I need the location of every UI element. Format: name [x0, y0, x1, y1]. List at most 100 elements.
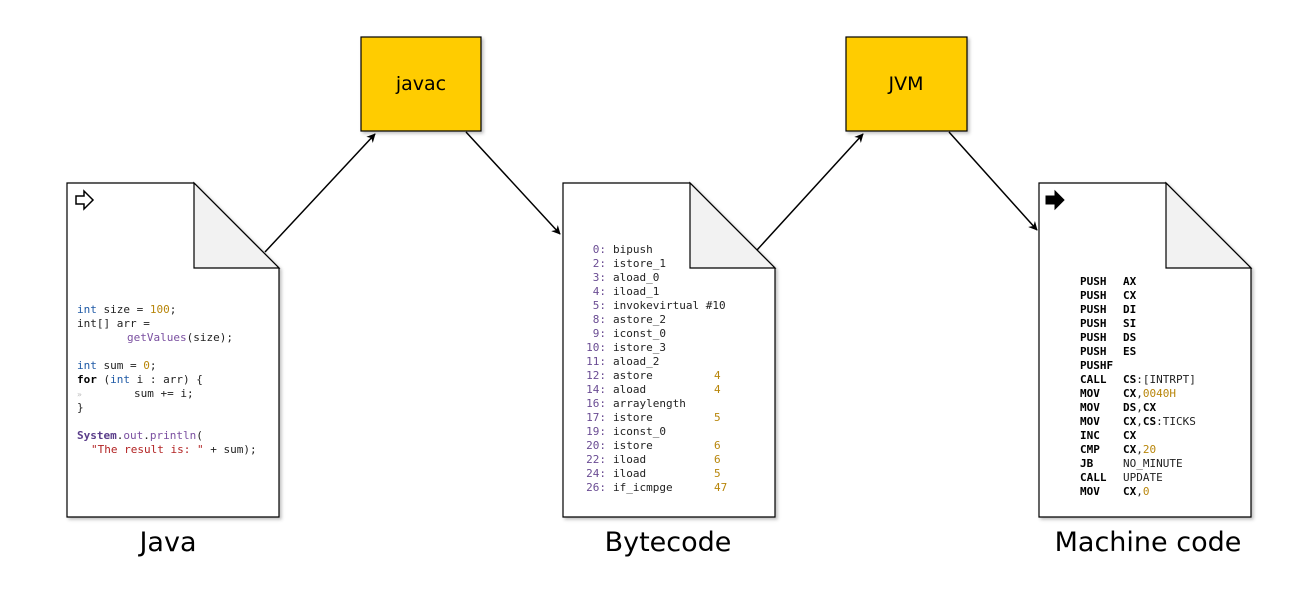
- bytecode-opcode: arraylength: [613, 397, 686, 410]
- bytecode-caption: Bytecode: [605, 527, 732, 558]
- arrow-javac-to-bytecode: [465, 131, 561, 235]
- bytecode-offset: 8:: [593, 313, 606, 326]
- bytecode-line: 0:bipush: [593, 243, 653, 256]
- machine-opcode: PUSH: [1080, 289, 1107, 302]
- machine-operands: SI: [1123, 317, 1136, 330]
- machine-opcode: PUSH: [1080, 303, 1107, 316]
- machine-code-line: PUSH SI: [1080, 317, 1136, 330]
- java-source-code: int size = 100; int[] arr = getValues(si…: [77, 303, 257, 456]
- bytecode-opcode: astore: [613, 369, 653, 382]
- arrow-bytecode-to-jvm: [756, 133, 864, 251]
- code-line: for (int i : arr) {: [77, 373, 203, 386]
- bytecode-operand: 6: [714, 439, 721, 452]
- machine-operands: DI: [1123, 303, 1136, 316]
- bytecode-line: 2:istore_1: [593, 257, 666, 270]
- bytecode-opcode: iload_1: [613, 285, 659, 298]
- bytecode-line: 9: iconst_0: [593, 327, 666, 340]
- machine-operands: CX: [1123, 429, 1137, 442]
- code-line: int sum = 0;: [77, 359, 156, 372]
- bytecode-line: 11:aload_2: [586, 355, 659, 368]
- machine-operands: CX,0040H: [1123, 387, 1176, 400]
- machine-operands: NO_MINUTE: [1123, 457, 1183, 470]
- machine-code-line: CALL CS:[INTRPT]: [1080, 373, 1196, 386]
- bytecode-offset: 5:: [593, 299, 606, 312]
- bytecode-offset: 2:: [593, 257, 606, 270]
- code-line: "The result is: " + sum);: [91, 443, 257, 456]
- tab-marker: »: [77, 390, 82, 399]
- bytecode-line: 16: arraylength: [586, 397, 686, 410]
- bytecode-opcode: istore: [613, 411, 653, 424]
- machine-operands: UPDATE: [1123, 471, 1163, 484]
- bytecode-offset: 26:: [586, 481, 606, 494]
- bytecode-offset: 16:: [586, 397, 606, 410]
- bytecode-line: 12: astore 4: [586, 369, 721, 382]
- bytecode-offset: 12:: [586, 369, 606, 382]
- machine-opcode: CALL: [1080, 471, 1107, 484]
- java-document: int size = 100; int[] arr = getValues(si…: [66, 181, 281, 518]
- bytecode-opcode: iconst_0: [613, 327, 666, 340]
- solid-right-arrow-icon: [1045, 189, 1065, 211]
- bytecode-offset: 4:: [593, 285, 606, 298]
- bytecode-opcode: iload: [613, 467, 646, 480]
- machine-code-caption: Machine code: [1055, 527, 1242, 558]
- code-line: getValues(size);: [127, 331, 233, 344]
- machine-code-line: PUSH CX: [1080, 289, 1137, 302]
- machine-operands: CX: [1123, 289, 1137, 302]
- code-line: System.out.println(: [77, 429, 203, 442]
- jvm-label: JVM: [888, 73, 924, 95]
- machine-opcode: PUSH: [1080, 331, 1107, 344]
- bytecode-opcode: if_icmpge: [613, 481, 673, 494]
- bytecode-operand: 5: [714, 411, 721, 424]
- bytecode-opcode: iload: [613, 453, 646, 466]
- machine-opcode: CALL: [1080, 373, 1107, 386]
- machine-opcode: CMP: [1080, 443, 1100, 456]
- jvm-box: JVM: [845, 36, 968, 132]
- machine-operands: ES: [1123, 345, 1136, 358]
- bytecode-opcode: invokevirtual #10: [613, 299, 726, 312]
- bytecode-offset: 3:: [593, 271, 606, 284]
- arrow-jvm-to-machine: [948, 131, 1038, 231]
- arrow-java-to-javac: [264, 133, 376, 253]
- bytecode-line: 5: invokevirtual #10: [593, 299, 726, 312]
- machine-operands: CX,0: [1123, 485, 1150, 498]
- javac-box: javac: [360, 36, 482, 132]
- bytecode-operand: 4: [714, 369, 721, 382]
- code-line: int size = 100;: [77, 303, 176, 316]
- machine-code-line: JB NO_MINUTE: [1080, 457, 1183, 470]
- code-line: sum += i;: [134, 387, 194, 400]
- bytecode-offset: 9:: [593, 327, 606, 340]
- machine-opcode: INC: [1080, 429, 1100, 442]
- bytecode-opcode: aload_0: [613, 271, 659, 284]
- bytecode-operand: 47: [714, 481, 727, 494]
- hollow-right-arrow-icon: [75, 189, 95, 211]
- java-caption: Java: [137, 527, 196, 558]
- bytecode-line: 4: iload_1: [593, 285, 660, 298]
- bytecode-opcode: bipush: [613, 243, 653, 256]
- machine-code-line: PUSH DI: [1080, 303, 1136, 316]
- code-line: int[] arr =: [77, 317, 150, 330]
- bytecode-line: 10:istore_3: [586, 341, 666, 354]
- machine-code-line: INC CX: [1080, 429, 1137, 442]
- machine-operands: AX: [1123, 275, 1137, 288]
- machine-opcode: PUSHF: [1080, 359, 1113, 372]
- machine-operands: DS,CX: [1123, 401, 1156, 414]
- machine-opcode: PUSH: [1080, 317, 1107, 330]
- bytecode-offset: 11:: [586, 355, 606, 368]
- machine-operands: CS:[INTRPT]: [1123, 373, 1196, 386]
- bytecode-offset: 14:: [586, 383, 606, 396]
- machine-opcode: PUSH: [1080, 275, 1107, 288]
- machine-code-line: PUSH AX: [1080, 275, 1137, 288]
- machine-opcode: JB: [1080, 457, 1094, 470]
- bytecode-line: 19:iconst_0: [586, 425, 666, 438]
